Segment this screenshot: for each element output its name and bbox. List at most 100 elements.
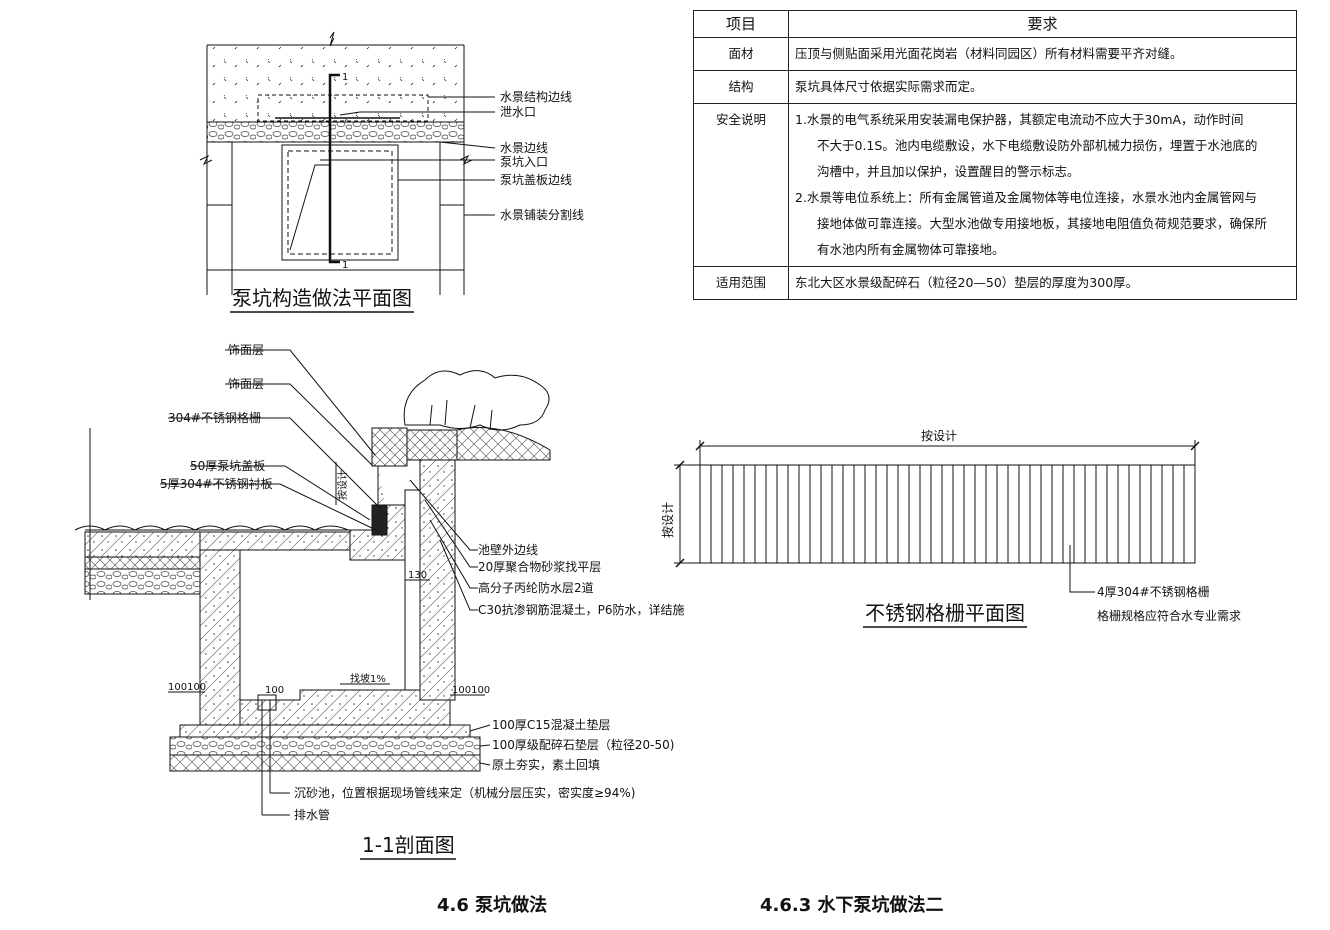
plan-section-mark: 1 [342, 260, 348, 271]
plan-pit-cover-edge [281, 144, 399, 261]
footer-right: 4.6.3 水下泵坑做法二 [760, 894, 944, 916]
grate-note: 4厚304#不锈钢格栅 [1097, 584, 1210, 599]
plan-label: 水景边线 [500, 141, 548, 155]
section-shrub [403, 370, 550, 431]
section-soil-layer [169, 754, 481, 772]
section-grate [371, 504, 388, 536]
spec-line: 压顶与侧贴面采用光面花岗岩（材料同园区）所有材料需要平齐对缝。 [795, 46, 1183, 61]
section-view [74, 349, 551, 816]
dim-text: 130 [408, 570, 427, 581]
section-label: C30抗渗钢筋混凝土，P6防水，详结施 [478, 602, 685, 617]
grate-note: 格栅规格应符合水专业需求 [1097, 608, 1241, 623]
grate-top-dim: 按设计 [921, 429, 957, 443]
grate-view [674, 440, 1200, 593]
spec-line: 不大于0.1S。池内电缆敷设，水下电缆敷设防外部机械力损伤，埋置于水池底的 [817, 138, 1258, 153]
spec-line: 1.水景的电气系统采用安装漏电保护器，其额定电流动不应大于30mA，动作时间 [795, 112, 1244, 127]
leader [190, 465, 371, 521]
section-left-slab-top [199, 531, 351, 551]
section-label: 排水管 [294, 807, 330, 822]
dim-text: 100100 [168, 682, 206, 693]
section-coping [371, 427, 408, 467]
leader [429, 519, 478, 589]
grate-bars [710, 465, 1185, 563]
leader [1069, 545, 1095, 593]
leader [168, 417, 381, 509]
grate-title: 不锈钢格栅平面图 [865, 601, 1025, 625]
plan-pit-inner [287, 150, 393, 255]
section-label: 5厚304#不锈钢衬板 [160, 477, 273, 491]
plan-paving-area [207, 45, 464, 122]
leader [339, 111, 495, 116]
section-sump [257, 694, 277, 711]
section-label: 原土夯实，素土回填 [492, 757, 600, 772]
section-left-gravel [84, 568, 201, 595]
section-left-slab [84, 531, 201, 558]
plan-section-mark: 1 [342, 72, 348, 83]
section-pebbles [74, 525, 349, 531]
dim-text: 100 [265, 685, 284, 696]
section-label: 饰面层 [228, 343, 264, 357]
section-left-wall [199, 549, 241, 726]
leader [439, 539, 478, 611]
spec-row-material: 面材 压顶与侧贴面采用光面花岗岩（材料同园区）所有材料需要平齐对缝。 [693, 37, 1297, 71]
leader [409, 479, 478, 551]
spec-table: 项目 要求 面材 压顶与侧贴面采用光面花岗岩（材料同园区）所有材料需要平齐对缝。… [693, 10, 1297, 300]
leader [479, 744, 491, 747]
spec-value: 压顶与侧贴面采用光面花岗岩（材料同园区）所有材料需要平齐对缝。 [788, 37, 1297, 71]
spec-line: 东北大区水景级配碎石（粒径20—50）垫层的厚度为300厚。 [795, 275, 1139, 290]
plan-title: 泵坑构造做法平面图 [232, 286, 412, 310]
dim-tick [695, 441, 1200, 451]
leader [469, 724, 491, 732]
spec-row-scope: 适用范围 东北大区水景级配碎石（粒径20—50）垫层的厚度为300厚。 [693, 266, 1297, 300]
spec-line: 接地体做可靠连接。大型水池做专用接地板，其接地电阻值负荷规范要求，确保所 [817, 216, 1268, 231]
section-label: 304#不锈钢格栅 [168, 410, 261, 425]
section-label: 50厚泵坑盖板 [190, 458, 265, 473]
leader [424, 499, 478, 568]
spec-value: 1.水景的电气系统采用安装漏电保护器，其额定电流动不应大于30mA，动作时间 不… [788, 103, 1297, 267]
section-label: 高分子丙纶防水层2道 [478, 580, 594, 595]
grate-outline [699, 464, 1196, 564]
plan-label: 泵坑盖板边线 [500, 172, 572, 187]
spec-header-requirement: 要求 [788, 10, 1297, 38]
spec-line: 2.水景等电位系统上：所有金属管道及金属物体等电位连接，水景水池内金属管网与 [795, 190, 1257, 205]
section-label: 100厚级配碎石垫层（粒径20-50) [492, 737, 674, 752]
plan-label: 泄水口 [500, 105, 536, 119]
dim-text: 100100 [452, 685, 490, 696]
spec-key: 适用范围 [693, 266, 789, 300]
spec-row-safety: 安全说明 1.水景的电气系统采用安装漏电保护器，其额定电流动不应大于30mA，动… [693, 103, 1297, 267]
plan-label: 水景铺装分割线 [500, 207, 584, 222]
spec-key: 安全说明 [693, 103, 789, 267]
leader [225, 349, 376, 456]
leader [479, 762, 491, 766]
section-gravel-layer [169, 736, 481, 756]
spec-value: 泵坑具体尺寸依据实际需求而定。 [788, 70, 1297, 104]
leader [225, 383, 374, 467]
section-label: 20厚聚合物砂浆找平层 [478, 559, 601, 574]
plan-pump-entry [289, 164, 330, 251]
section-label: 池壁外边线 [478, 542, 538, 557]
plan-break-mark [329, 31, 335, 47]
dim-text: 按设计 [336, 470, 349, 500]
section-label: 沉砂池，位置根据现场管线来定（机械分层压实，密实度≥94%) [294, 785, 635, 800]
slope-text: 找坡1% [350, 672, 386, 685]
spec-row-structure: 结构 泵坑具体尺寸依据实际需求而定。 [693, 70, 1297, 104]
section-label: 100厚C15混凝土垫层 [492, 717, 611, 732]
section-c15-layer [179, 724, 471, 738]
spec-value: 东北大区水景级配碎石（粒径20—50）垫层的厚度为300厚。 [788, 266, 1297, 300]
spec-header-item: 项目 [693, 10, 789, 38]
plan-label: 水景结构边线 [500, 89, 572, 104]
grate-side-dim: 按设计 [661, 502, 675, 538]
plan-coping [206, 121, 465, 143]
plan-structure-line [257, 94, 429, 122]
section-left-mortar [84, 556, 201, 570]
spec-line: 有水池内所有金属物体可靠接地。 [817, 242, 1005, 257]
plan-section-cut [328, 73, 340, 264]
spec-header-row: 项目 要求 [693, 10, 1297, 38]
leader [160, 483, 377, 531]
section-label: 饰面层 [228, 377, 264, 391]
plan-label: 泵坑入口 [500, 154, 548, 169]
dim-tick [675, 460, 685, 568]
section-title: 1-1剖面图 [362, 833, 455, 857]
section-shrub-stems [429, 399, 493, 431]
plan-break-mark [199, 154, 213, 166]
